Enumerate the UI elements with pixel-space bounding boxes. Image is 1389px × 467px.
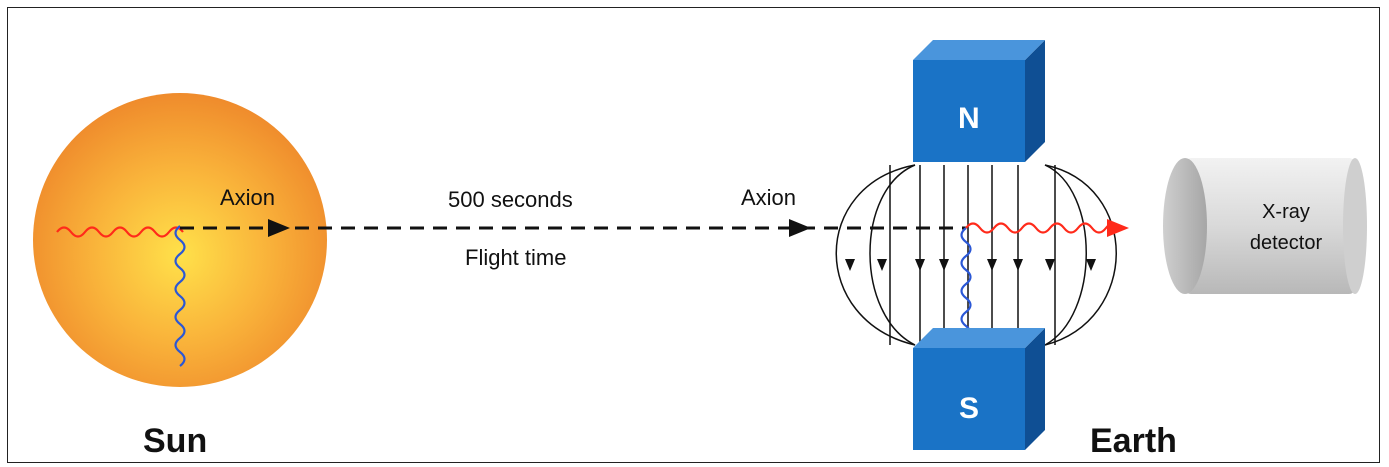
sun-xray-wave — [56, 226, 184, 238]
magnet-xray-wave — [965, 222, 1121, 234]
flight-seconds-label: 500 seconds — [448, 187, 573, 212]
flight-time-label: Flight time — [465, 245, 566, 270]
sun-label: Sun — [143, 422, 207, 460]
magnet-north — [913, 40, 1045, 162]
axion-label-right: Axion — [741, 185, 796, 210]
detector-label-line1: X-ray — [1262, 201, 1310, 223]
magnet-north-label: N — [958, 102, 980, 135]
xray-detector — [1163, 158, 1367, 294]
magnetic-field-lines — [835, 164, 1117, 346]
magnet-south-label: S — [959, 392, 979, 425]
detector-label-line2: detector — [1250, 232, 1323, 254]
field-arrowheads — [845, 259, 1096, 271]
axion-arrow-left — [268, 219, 290, 237]
axion-arrow-right — [789, 219, 811, 237]
magnet-axion-wave — [960, 227, 972, 341]
axion-label-left: Axion — [220, 185, 275, 210]
earth-label: Earth — [1090, 422, 1177, 460]
magnet-south — [913, 328, 1045, 450]
sun-axion-wave — [174, 225, 186, 367]
xray-arrow-head — [1107, 219, 1129, 237]
